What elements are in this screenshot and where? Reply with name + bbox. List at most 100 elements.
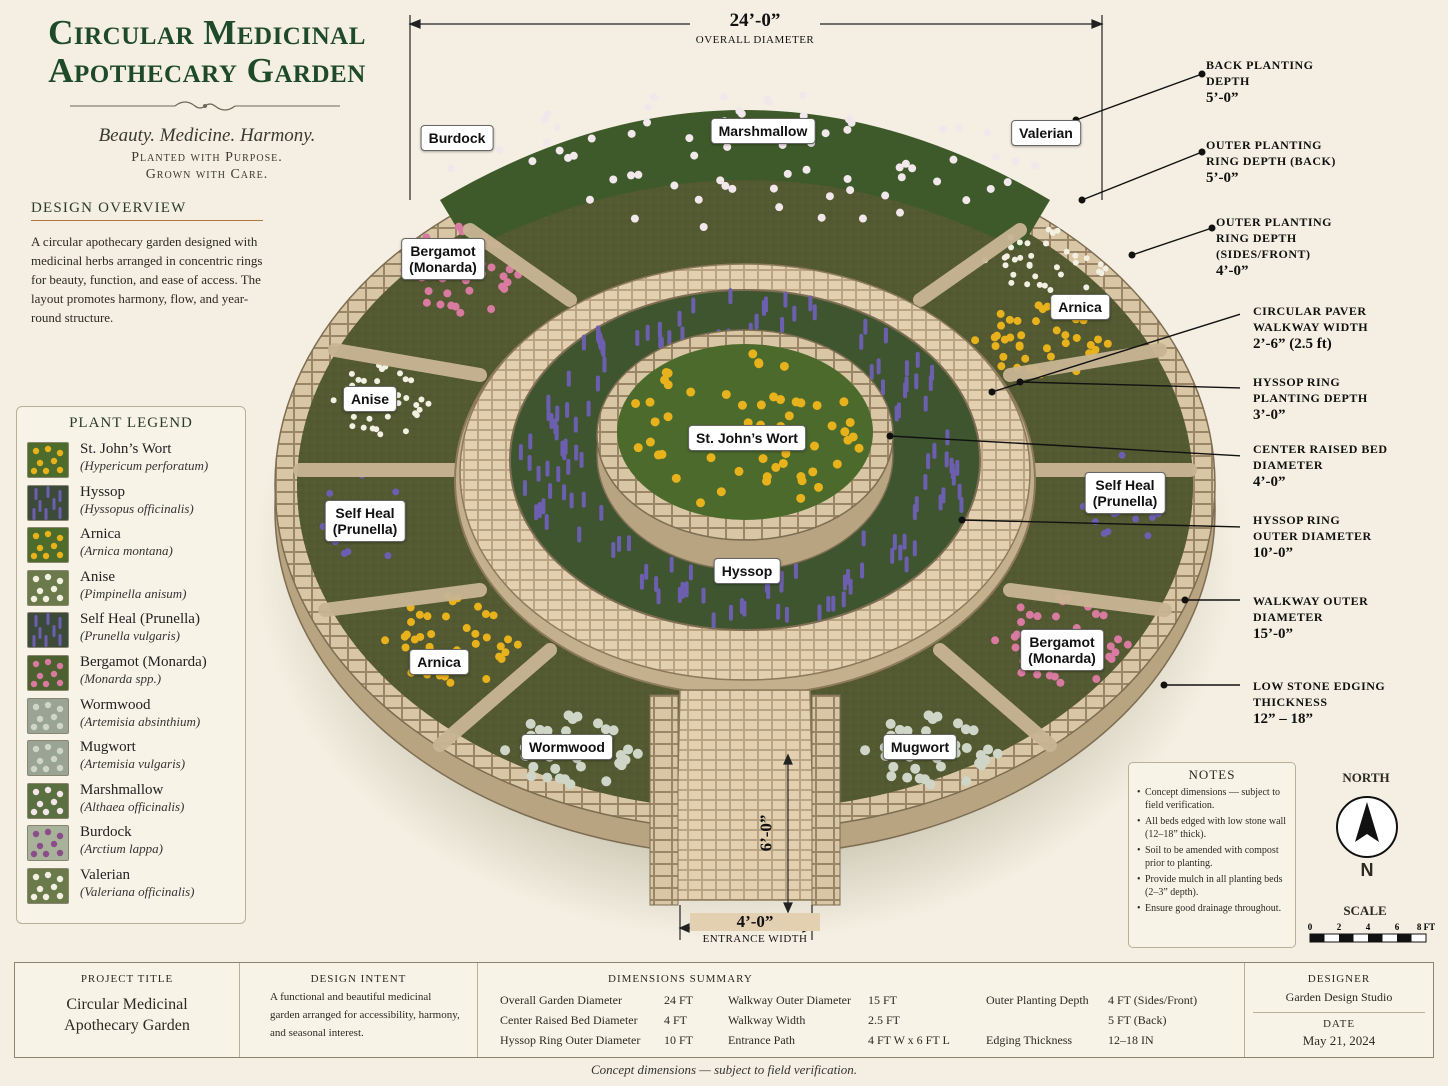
bloom	[895, 208, 904, 217]
plant-label-st-johns-wort: St. John’s Wort	[688, 425, 806, 451]
bloom	[721, 389, 731, 399]
summary-cell: Walkway Width	[728, 1013, 806, 1027]
scale-tick-label: 2	[1337, 922, 1342, 932]
bloom	[910, 763, 921, 774]
bloom	[569, 492, 574, 509]
bloom	[544, 513, 549, 530]
subtag-2: Grown with Care.	[145, 167, 269, 182]
bloom	[471, 629, 480, 638]
bloom	[817, 213, 826, 222]
bloom	[402, 630, 411, 639]
bloom	[649, 93, 658, 102]
bergamot-nw-line2: (Monarda)	[409, 259, 477, 275]
white-umbel-icon	[27, 868, 69, 904]
bloom	[919, 774, 930, 785]
bloom	[886, 771, 897, 782]
legend-latin-name: (Hyssopus officinalis)	[80, 500, 194, 516]
bloom	[1075, 233, 1081, 240]
bloom	[1045, 226, 1052, 233]
bloom	[326, 489, 334, 497]
bloom	[880, 379, 885, 396]
bloom	[555, 146, 564, 155]
footer-project: PROJECT TITLE Circular Medicinal Apothec…	[15, 963, 240, 1057]
footer-date-head: DATE	[1322, 1018, 1356, 1030]
bloom	[1106, 642, 1115, 651]
footer-designer-rule	[1253, 1012, 1425, 1013]
bloom	[904, 556, 909, 573]
callout-label: HYSSOP RING	[1253, 375, 1341, 389]
bloom	[627, 171, 636, 180]
bloom	[686, 387, 696, 397]
legend-latin-name: (Althaea officinalis)	[80, 798, 185, 814]
callout-label: DIAMETER	[1253, 458, 1324, 472]
bloom	[1114, 635, 1123, 644]
self-heal-w-line1: Self Heal	[335, 505, 395, 521]
bloom	[742, 600, 747, 617]
bloom	[534, 504, 539, 521]
callout-label: RING DEPTH (BACK)	[1206, 154, 1336, 168]
bloom	[716, 487, 726, 497]
bloom	[401, 643, 410, 652]
bloom	[534, 724, 545, 735]
bloom	[1038, 305, 1047, 314]
bloom	[691, 297, 696, 314]
bloom	[350, 413, 357, 420]
bloom	[499, 272, 508, 281]
bloom	[413, 402, 420, 409]
bloom	[654, 576, 659, 593]
bloom	[894, 724, 905, 735]
bloom	[1057, 271, 1064, 278]
bloom	[690, 151, 699, 160]
bloom	[944, 451, 949, 468]
bloom	[904, 376, 909, 393]
bloom	[814, 482, 824, 492]
bloom	[418, 396, 425, 403]
bloom	[549, 412, 554, 429]
bloom	[843, 125, 852, 134]
bloom	[920, 726, 931, 737]
bloom	[778, 458, 788, 468]
bloom	[609, 175, 618, 184]
bloom	[779, 570, 784, 587]
bloom	[832, 459, 842, 469]
bloom	[771, 462, 781, 472]
scale-tick-label: 8 FT	[1417, 922, 1435, 932]
white-umbel-icon	[27, 569, 69, 606]
bloom	[482, 633, 491, 642]
footer-designer-head: DESIGNER	[1307, 973, 1371, 985]
bloom	[975, 750, 986, 761]
bloom	[657, 321, 662, 338]
footer-designer: DESIGNER Garden Design Studio DATE May 2…	[1245, 963, 1433, 1057]
bloom	[783, 169, 792, 178]
bloom	[776, 603, 781, 620]
bloom	[489, 611, 498, 620]
bloom	[677, 310, 682, 327]
bloom	[754, 358, 764, 368]
overview-heading: DESIGN OVERVIEW	[31, 200, 187, 216]
bloom	[971, 336, 980, 345]
bloom	[1033, 612, 1042, 621]
self-heal-e-line2: (Prunella)	[1092, 493, 1158, 509]
legend-common-name: Burdock	[80, 824, 132, 841]
bloom	[1072, 259, 1079, 266]
bloom	[355, 376, 362, 383]
bloom	[1083, 255, 1090, 262]
callout-label: WALKWAY WIDTH	[1253, 320, 1369, 334]
scale-tick-label: 4	[1366, 922, 1371, 932]
bloom	[1003, 178, 1012, 187]
bloom	[555, 405, 560, 422]
bloom	[1046, 352, 1055, 361]
bloom	[503, 278, 512, 287]
bloom	[500, 284, 509, 293]
footnote: Concept dimensions — subject to field ve…	[590, 1062, 858, 1077]
bloom	[627, 129, 636, 138]
bloom	[839, 397, 849, 407]
bloom	[821, 129, 830, 138]
callout-label: CIRCULAR PAVER	[1253, 304, 1367, 318]
bloom	[808, 467, 818, 477]
bloom	[1041, 282, 1048, 289]
bloom	[581, 491, 586, 508]
bloom	[685, 134, 694, 143]
bloom	[381, 636, 390, 645]
bloom	[639, 573, 644, 590]
